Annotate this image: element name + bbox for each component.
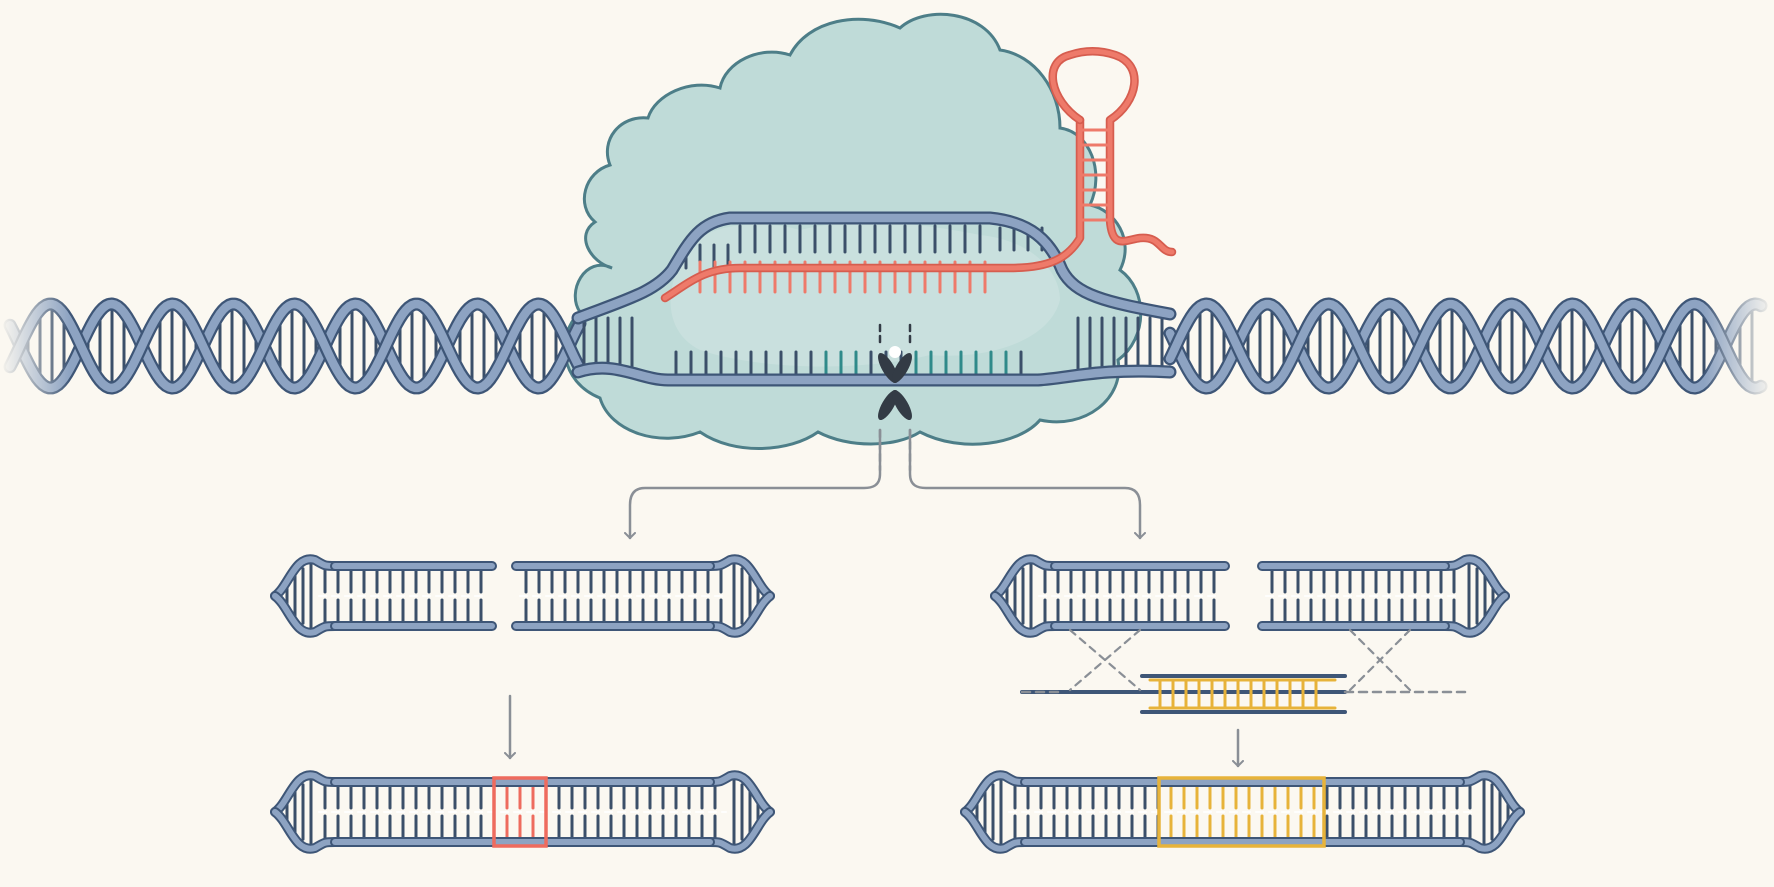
arrow-down-icon xyxy=(908,428,1146,540)
bubble-bottom-strand xyxy=(573,363,1175,385)
homology-crossover xyxy=(1068,628,1412,692)
helix-strand xyxy=(5,299,585,393)
pathway-arrows xyxy=(504,428,1244,768)
duplex-strand xyxy=(272,772,338,815)
donor-template xyxy=(1020,674,1472,714)
broken-duplex-right xyxy=(990,554,1510,638)
helix-strand xyxy=(1165,299,1766,393)
duplex-strand xyxy=(707,593,773,636)
duplex-strand xyxy=(272,809,338,852)
duplex-strand xyxy=(1457,772,1523,815)
helix-right xyxy=(1163,297,1768,395)
repaired-duplex-indel xyxy=(270,770,775,854)
edited-region xyxy=(492,776,548,848)
duplex-strand xyxy=(962,772,1028,815)
duplex-strand xyxy=(992,593,1058,636)
nhej-pathway xyxy=(270,554,775,854)
duplex-base-pairs xyxy=(277,776,768,848)
fade-left xyxy=(0,290,70,405)
duplex-base-pairs xyxy=(277,560,768,632)
guide-rna-backbone xyxy=(662,117,1083,301)
unwound-dna-bubble xyxy=(571,211,1177,387)
duplex-strand xyxy=(272,593,338,636)
arrow-down-icon xyxy=(624,428,882,540)
edited-region xyxy=(1157,776,1326,848)
duplex-strand xyxy=(962,809,1028,852)
cas9-highlight xyxy=(670,222,1060,367)
duplex-strand xyxy=(707,556,773,599)
duplex-base-pairs xyxy=(997,560,1503,632)
broken-duplex-left xyxy=(270,554,775,638)
fade-right xyxy=(1704,290,1774,405)
hdr-pathway xyxy=(960,554,1525,854)
helix-left xyxy=(3,297,587,395)
duplex-strand xyxy=(707,772,773,815)
duplex-strand xyxy=(1457,809,1523,852)
cas9-protein xyxy=(563,12,1143,450)
guide-rna xyxy=(660,47,1177,303)
duplex-strand xyxy=(272,556,338,599)
duplex-strand xyxy=(992,556,1058,599)
duplex-strand xyxy=(707,809,773,852)
duplex-strand xyxy=(1442,593,1508,636)
dna-double-helix xyxy=(0,290,1774,405)
helix-strand xyxy=(5,299,585,393)
bubble-top-strand xyxy=(573,213,1175,323)
duplex-base-pairs xyxy=(967,776,1518,848)
repaired-duplex-insert xyxy=(960,770,1525,854)
duplex-strand xyxy=(1442,556,1508,599)
guide-rna-hairpin xyxy=(1050,48,1175,255)
scissor-cut-icon xyxy=(878,323,912,421)
